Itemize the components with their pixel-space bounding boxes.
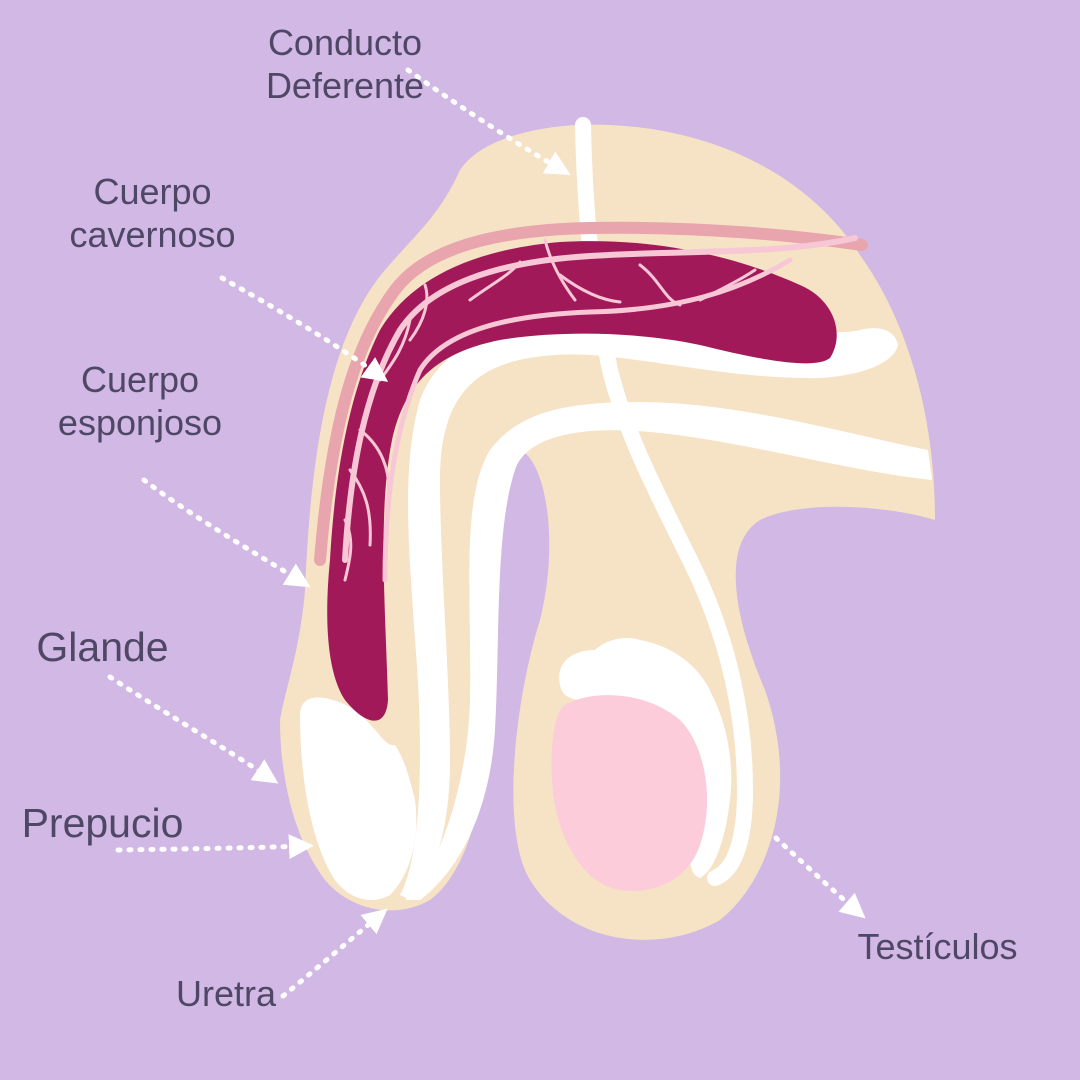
arrow-cuerpo-esponjoso xyxy=(141,477,311,588)
label-testiculos: Testículos xyxy=(857,926,1018,967)
urethra-band xyxy=(400,315,898,900)
label-cuerpo-cavernoso: Cuerpo cavernoso xyxy=(69,171,236,256)
label-conducto-deferente: Conducto Deferente xyxy=(265,22,425,107)
arrow-conducto-deferente xyxy=(405,67,571,175)
spongy-body-band xyxy=(405,402,932,900)
testicle xyxy=(551,695,708,891)
label-uretra: Uretra xyxy=(175,973,277,1014)
arrow-testiculos xyxy=(773,835,866,919)
label-prepucio: Prepucio xyxy=(21,800,184,846)
label-glande: Glande xyxy=(36,624,169,670)
dorsal-vessel xyxy=(314,221,868,566)
pointer-arrows xyxy=(107,67,866,999)
arrow-glande xyxy=(107,674,279,784)
arrow-prepucio xyxy=(115,834,314,860)
corpus-cavernosum xyxy=(327,241,837,721)
glans-tissue xyxy=(300,697,417,900)
arrow-uretra xyxy=(280,908,388,999)
inner-vessel xyxy=(342,235,858,563)
label-cuerpo-esponjoso: Cuerpo esponjoso xyxy=(57,359,223,444)
arrow-cuerpo-cavernoso xyxy=(219,275,389,382)
vessel-branches xyxy=(343,238,757,582)
